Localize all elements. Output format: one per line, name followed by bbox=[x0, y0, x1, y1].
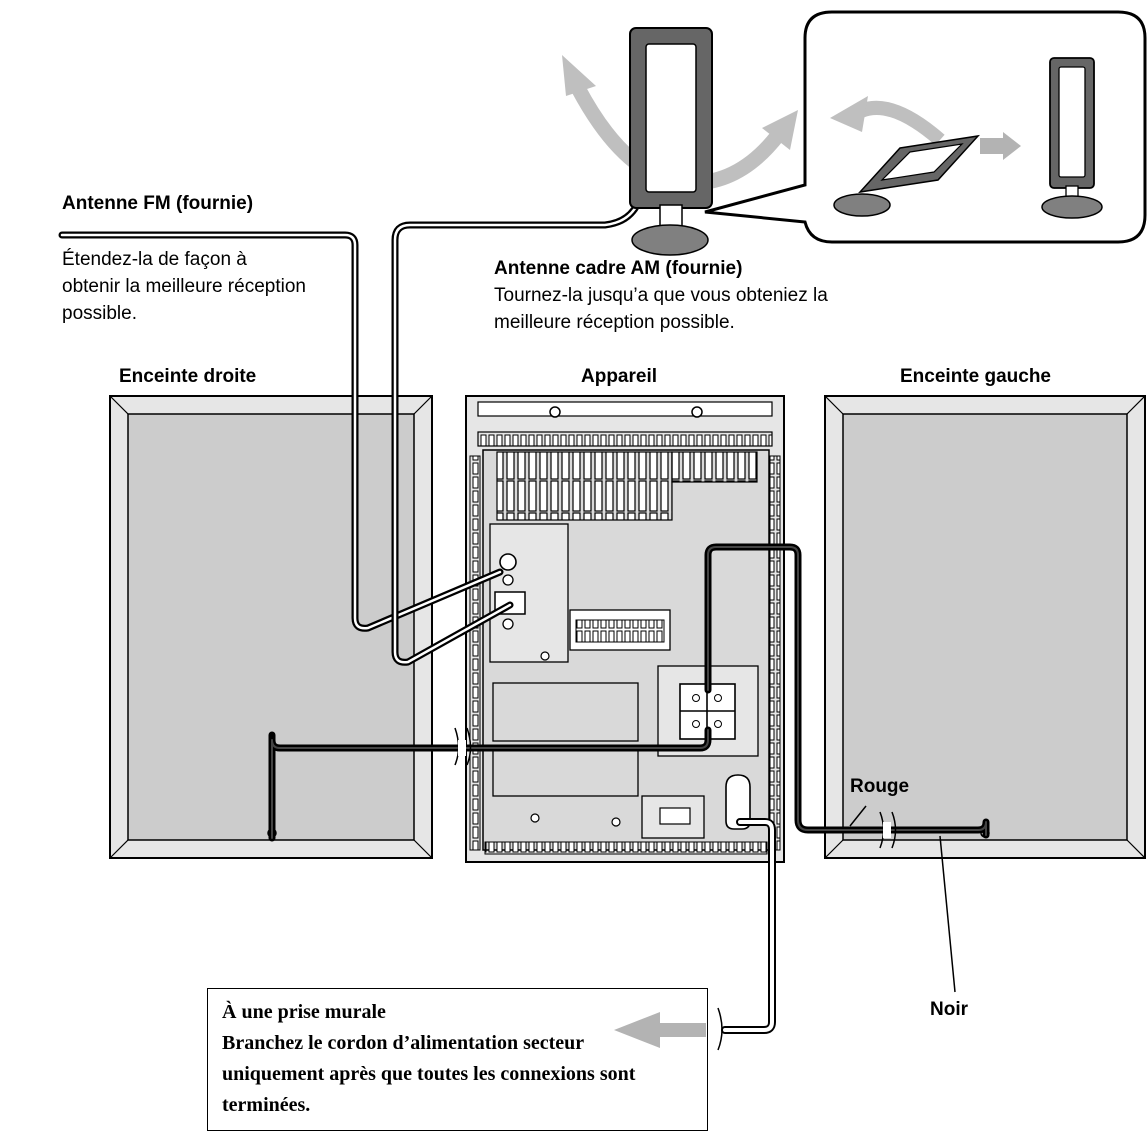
antenna-assembly-callout bbox=[704, 10, 1147, 244]
noir-pointer bbox=[939, 835, 956, 993]
fm-antenna-desc-2: obtenir la meilleure réception bbox=[62, 276, 306, 297]
am-antenna-desc-1: Tournez-la jusqu’a que vous obteniez la bbox=[494, 285, 828, 306]
outlet-arrow-icon bbox=[614, 1012, 706, 1048]
am-antenna-title: Antenne cadre AM (fournie) bbox=[494, 258, 743, 279]
notice-line-1: À une prise murale bbox=[222, 1001, 386, 1023]
left-speaker-label: Enceinte gauche bbox=[900, 366, 1051, 387]
notice-line-3: uniquement après que toutes les connexio… bbox=[222, 1063, 636, 1085]
notice-line-2: Branchez le cordon d’alimentation secteu… bbox=[222, 1032, 585, 1054]
am-loop-antenna bbox=[629, 27, 713, 256]
cable-break-marks bbox=[454, 727, 897, 1051]
wires bbox=[58, 194, 990, 1034]
main-unit bbox=[465, 395, 785, 863]
noir-label: Noir bbox=[930, 999, 968, 1020]
left-speaker bbox=[824, 395, 1146, 859]
rouge-pointer bbox=[849, 805, 867, 827]
unit-label: Appareil bbox=[581, 366, 658, 387]
fm-antenna-desc-1: Étendez-la de façon à bbox=[62, 249, 247, 270]
notice-line-4: terminées. bbox=[222, 1094, 311, 1116]
am-antenna-desc-2: meilleure réception possible. bbox=[494, 312, 735, 333]
right-speaker-label: Enceinte droite bbox=[119, 366, 257, 387]
rouge-label: Rouge bbox=[850, 776, 910, 797]
fm-antenna-title: Antenne FM (fournie) bbox=[62, 193, 254, 214]
fm-antenna-desc-3: possible. bbox=[62, 303, 137, 324]
wall-outlet-notice: À une prise murale Branchez le cordon d’… bbox=[207, 988, 708, 1131]
